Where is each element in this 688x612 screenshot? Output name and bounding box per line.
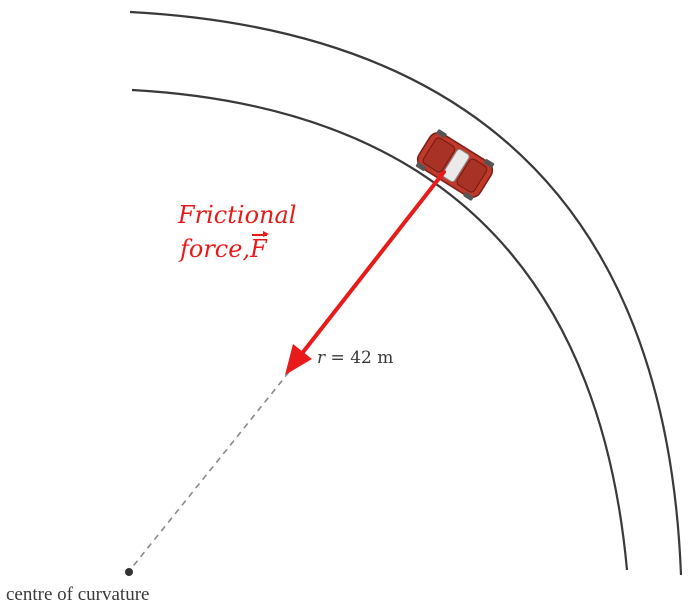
- outer-road-edge: [129, 10, 683, 576]
- force-label-prefix: force,: [180, 235, 251, 263]
- force-label-line1: Frictional: [178, 201, 297, 229]
- car-icon: [415, 129, 495, 201]
- frictional-force-arrowhead: [285, 344, 312, 375]
- force-vector-symbol: F: [250, 231, 269, 266]
- radius-line: [129, 371, 290, 571]
- inner-road-edge: [131, 88, 629, 571]
- centre-point: [125, 568, 133, 576]
- radius-value: = 42 m: [325, 348, 394, 368]
- radius-label: r = 42 m: [317, 348, 393, 368]
- force-label-line2: force,F: [178, 231, 296, 266]
- centre-of-curvature-label: centre of curvature: [6, 584, 150, 605]
- frictional-force-label: Frictional force,F: [178, 198, 296, 266]
- frictional-force-arrow: [298, 170, 446, 358]
- radius-symbol: r: [317, 348, 326, 368]
